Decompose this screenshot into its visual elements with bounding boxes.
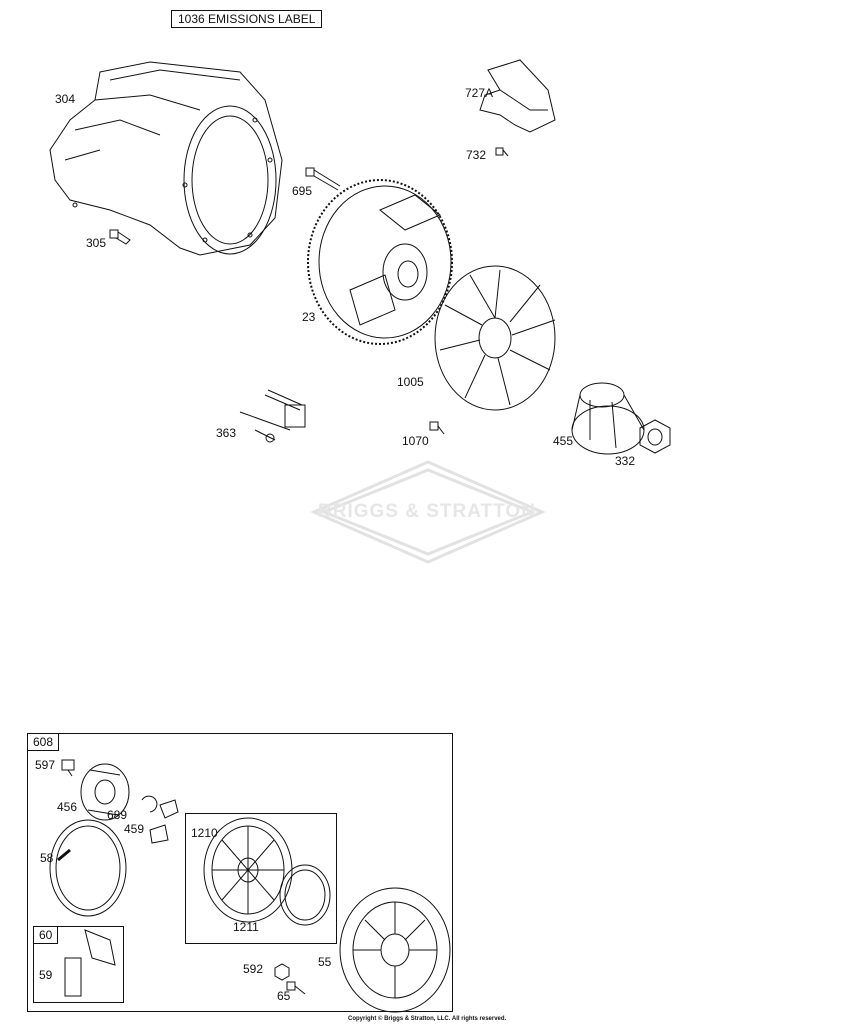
callout-332: 332 <box>615 454 636 468</box>
callout-1210: 1210 <box>191 826 218 840</box>
callout-305: 305 <box>86 236 107 250</box>
callout-23: 23 <box>302 310 316 324</box>
callout-1005: 1005 <box>397 375 424 389</box>
spring-1211-shape <box>279 864 331 926</box>
pulley-subgroup-frame <box>185 813 337 944</box>
kit-60-tag: 60 <box>34 927 59 944</box>
callout-592: 592 <box>243 962 264 976</box>
blower-housing-shape <box>49 61 283 256</box>
screw-305-shape <box>109 229 131 245</box>
callout-732: 732 <box>466 148 487 162</box>
copyright-notice: Copyright © Briggs & Stratton, LLC. All … <box>348 1016 507 1022</box>
bolt-695-shape <box>305 167 341 191</box>
nut-332-shape <box>639 419 671 454</box>
handle-59-shape <box>64 929 116 997</box>
spring-689-shape <box>141 795 158 813</box>
callout-727a: 727A <box>465 86 494 100</box>
kit-608-tag: 608 <box>28 734 60 751</box>
callout-1070: 1070 <box>402 434 429 448</box>
emissions-label-box: 1036 EMISSIONS LABEL <box>171 10 323 28</box>
screw-1070-shape <box>429 421 445 435</box>
callout-55: 55 <box>318 955 332 969</box>
starter-cup-455-shape <box>571 382 645 455</box>
callout-459: 459 <box>124 822 145 836</box>
clamp-363-shape <box>239 389 306 443</box>
callout-689: 689 <box>107 808 128 822</box>
briggs-stratton-watermark-logo <box>310 460 546 564</box>
callout-59: 59 <box>39 968 53 982</box>
watermark-text: BRIGGS & STRATTON <box>318 501 536 522</box>
callout-695: 695 <box>292 184 313 198</box>
starter-housing-55-shape <box>339 887 451 1013</box>
pawl-assembly-456-shape <box>80 763 130 821</box>
screw-732-shape <box>495 147 509 157</box>
kit-608-frame: 608 <box>27 733 453 1012</box>
callout-363: 363 <box>216 426 237 440</box>
callout-456: 456 <box>57 800 78 814</box>
pawl-459-shape <box>149 799 179 844</box>
screw-597-shape <box>61 759 75 777</box>
cooling-fan-1005-shape <box>434 265 556 411</box>
callout-1211: 1211 <box>233 920 259 934</box>
callout-455: 455 <box>553 434 574 448</box>
nut-592-shape <box>274 963 290 981</box>
callout-65: 65 <box>277 989 291 1003</box>
screw-65-shape <box>286 981 306 995</box>
bracket-727a-shape <box>479 59 556 133</box>
callout-58: 58 <box>40 851 54 865</box>
pulley-1210-shape <box>203 817 293 923</box>
callout-304: 304 <box>55 92 76 106</box>
flywheel-23-shape <box>307 179 453 345</box>
kit-60-frame: 60 <box>33 926 124 1003</box>
callout-597: 597 <box>35 758 56 772</box>
rope-58-shape <box>49 819 127 917</box>
